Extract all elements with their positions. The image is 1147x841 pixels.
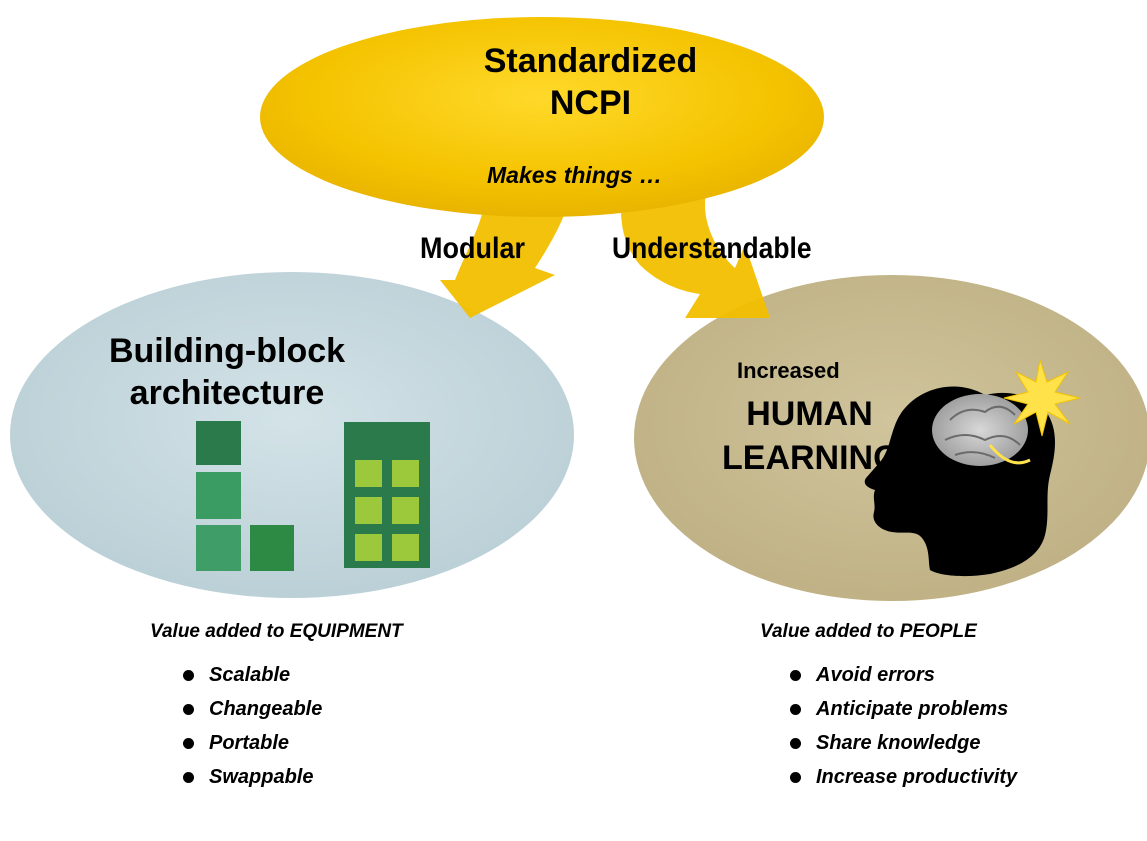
right-title-line1: HUMAN (746, 395, 873, 433)
top-ellipse (260, 17, 824, 217)
list-item: Avoid errors (788, 658, 1017, 692)
right-heading: Value added to PEOPLE (760, 621, 977, 642)
top-title-line1: Standardized (483, 42, 698, 80)
left-bullet-list: Scalable Changeable Portable Swappable (181, 658, 322, 794)
list-item: Changeable (181, 692, 322, 726)
list-item: Swappable (181, 760, 322, 794)
left-ellipse (10, 272, 574, 598)
left-title-line1: Building-block (108, 332, 346, 370)
head-brain-icon (864, 359, 1081, 577)
left-heading: Value added to EQUIPMENT (150, 621, 403, 642)
list-item: Increase productivity (788, 760, 1017, 794)
right-title-line2: LEARNING (722, 439, 900, 477)
arrow-label-modular: Modular (420, 232, 526, 265)
right-pre-title: Increased (737, 358, 840, 383)
building-blocks-icon (196, 421, 294, 571)
module-panel-icon (344, 422, 430, 568)
left-title: Building-block architecture (102, 330, 352, 414)
list-item: Portable (181, 726, 322, 760)
list-item: Scalable (181, 658, 322, 692)
top-subtitle: Makes things … (487, 162, 663, 188)
list-item: Anticipate problems (788, 692, 1017, 726)
right-bullet-list: Avoid errors Anticipate problems Share k… (788, 658, 1017, 794)
list-item: Share knowledge (788, 726, 1017, 760)
top-title-line2: NCPI (549, 84, 632, 122)
left-title-line2: architecture (129, 374, 325, 412)
right-title: HUMAN LEARNING (722, 392, 900, 480)
top-title: Standardized NCPI (17, 40, 1147, 124)
arrow-label-understandable: Understandable (612, 232, 812, 265)
